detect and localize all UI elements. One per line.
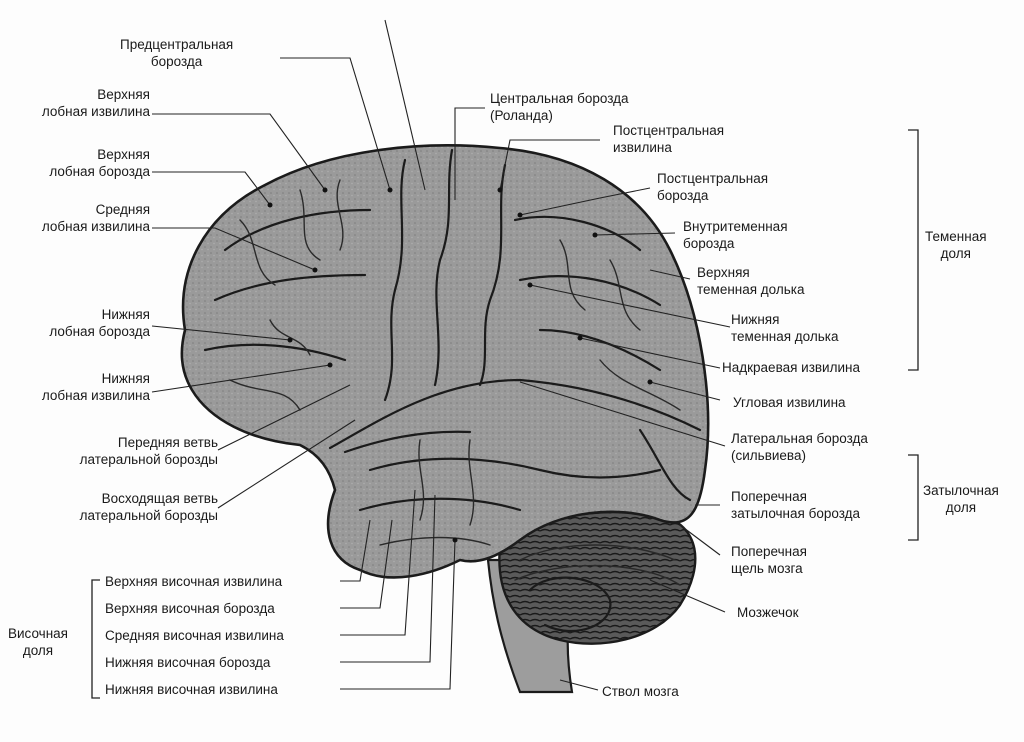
- label-superior-temporal-sulcus: Верхняя височная борозда: [105, 601, 275, 616]
- cerebrum-shape: [180, 144, 710, 579]
- label-lateral-sulcus: Латеральная борозда(сильвиева): [731, 431, 868, 463]
- label-superior-temporal-gyrus: Верхняя височная извилина: [105, 574, 283, 589]
- label-inferior-temporal-gyrus: Нижняя височная извилина: [105, 682, 278, 697]
- label-central-sulcus: Центральная борозда(Роланда): [490, 91, 629, 123]
- leader-dots: [267, 187, 653, 543]
- label-middle-temporal-gyrus: Средняя височная извилина: [105, 628, 284, 643]
- label-brainstem: Ствол мозга: [602, 684, 679, 699]
- label-cerebellum: Мозжечок: [737, 605, 799, 620]
- leader-lines: [151, 19, 731, 691]
- temporal-bracket: [91, 579, 100, 699]
- label-inferior-temporal-sulcus: Нижняя височная борозда: [105, 655, 271, 670]
- parietal-bracket: [908, 129, 919, 371]
- label-supramarginal-gyrus: Надкраевая извилина: [722, 360, 860, 375]
- label-angular-gyrus: Угловая извилина: [733, 395, 846, 410]
- occipital-bracket: [908, 454, 919, 541]
